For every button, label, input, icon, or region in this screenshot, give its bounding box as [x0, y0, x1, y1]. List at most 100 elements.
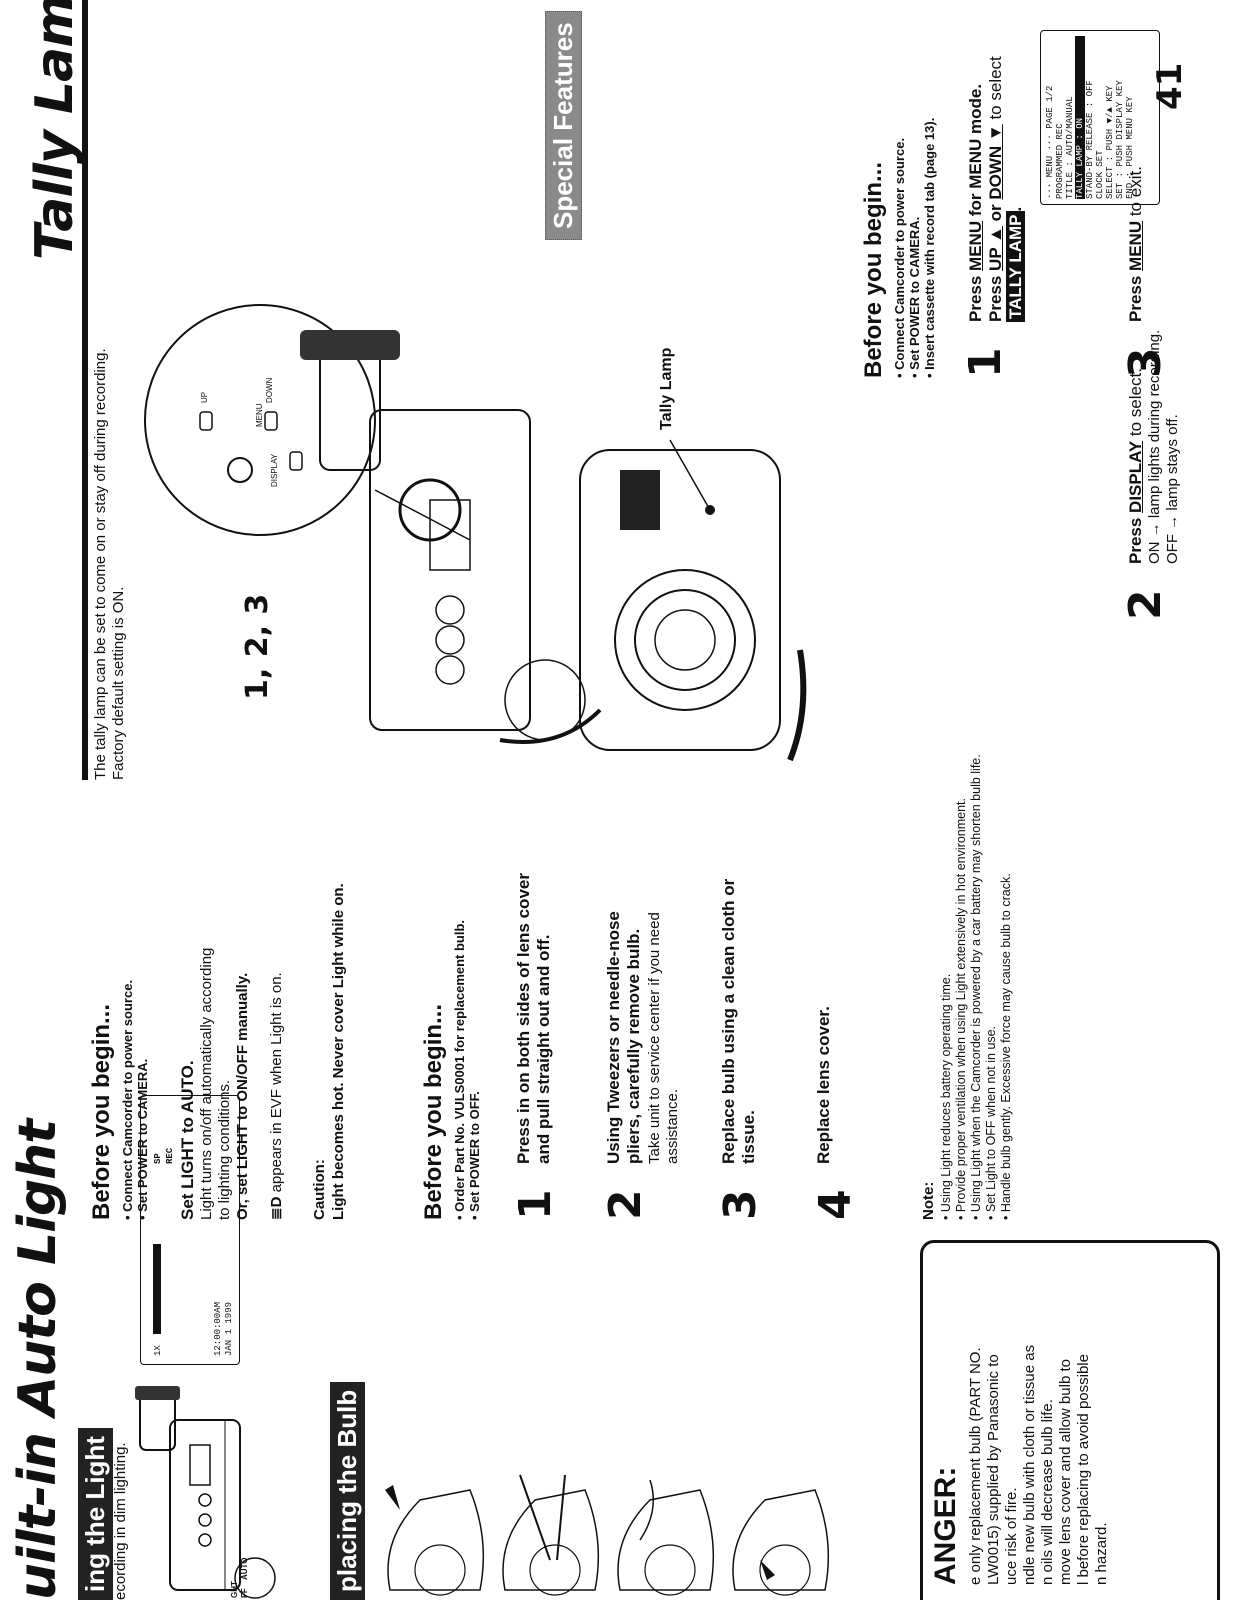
- evf-note-text: appears in EVF when Light is on.: [268, 972, 285, 1193]
- caution-text: Light becomes hot. Never cover Light whi…: [330, 883, 347, 1220]
- before-heading: Before you begin...: [88, 1003, 115, 1220]
- before-heading: Before you begin...: [860, 161, 887, 378]
- before-begin-bulb: Before you begin... Order Part No. VULS0…: [420, 780, 482, 1220]
- before-bullets: Connect Camcorder to power source. Set P…: [892, 18, 937, 378]
- note-item: Provide proper ventilation when using Li…: [954, 750, 969, 1220]
- menu-line: PROGRAMMED REC: [1055, 123, 1065, 199]
- step-text: Press in on both sides of lens cover and…: [514, 873, 553, 1164]
- set-light-line: Or, set LIGHT to ON/OFF manually.: [234, 972, 251, 1220]
- camcorder-side-illustration: GHT FF AUTO: [130, 1380, 280, 1600]
- step-number: 3: [1120, 347, 1171, 378]
- section-bar-replacing-bulb: placing the Bulb: [330, 1381, 365, 1600]
- title-rule: [82, 0, 88, 780]
- before-bullets: Connect Camcorder to power source. Set P…: [120, 840, 150, 1220]
- step-text: Press MENU to exit.: [1126, 166, 1145, 322]
- step-line: OFF → lamp stays off.: [1164, 414, 1181, 564]
- before-bullet: Set POWER to OFF.: [467, 780, 482, 1220]
- step-number: 1: [510, 1189, 561, 1220]
- evf-date: JAN 1 1999: [224, 1301, 234, 1356]
- down-key: DOWN ▼: [986, 124, 1005, 200]
- left-page-title: uilt-in Auto Light: [8, 1119, 68, 1600]
- right-page-title: Tally Lamp: [25, 0, 85, 260]
- evf-mode-sp: SP: [153, 1153, 163, 1164]
- danger-line: n oils will decrease bulb life.: [1039, 1399, 1056, 1585]
- set-light-line: Set LIGHT to AUTO.: [178, 1060, 197, 1220]
- tally-intro-line: Factory default setting is ON.: [110, 586, 127, 780]
- menu-line: STAND-BY RELEASE : OFF: [1085, 80, 1095, 199]
- switch-label-auto: AUTO: [240, 1557, 249, 1580]
- menu-line: SELECT : PUSH ▼/▲ KEY: [1105, 85, 1115, 199]
- tally-intro-line: The tally lamp can be set to come on or …: [92, 348, 109, 780]
- tally-lamp-callout-label: Tally Lamp: [658, 347, 675, 430]
- caution-heading: Caution:: [311, 1159, 328, 1220]
- before-bullets: Order Part No. VULS0001 for replacement …: [452, 780, 482, 1220]
- step-number: 3: [715, 1189, 766, 1220]
- step-line: TALLY LAMP.: [1006, 22, 1026, 322]
- step-sub: Take unit to service center if you need …: [646, 912, 681, 1164]
- danger-line: n hazard.: [1093, 1522, 1110, 1585]
- camcorder-front-svg: [579, 439, 807, 762]
- set-light-line: Light turns on/off automatically accordi…: [198, 947, 215, 1220]
- up-key: UP ▲: [986, 226, 1005, 271]
- menu-key: MENU: [1126, 220, 1145, 271]
- evf-note: ≣D appears in EVF when Light is on.: [268, 780, 286, 1220]
- danger-box: ANGER: e only replacement bulb (PART NO.…: [920, 1240, 1220, 1600]
- before-bullet: Set POWER to CAMERA.: [135, 840, 150, 1220]
- menu-button-label: MENU: [255, 403, 264, 427]
- menu-line: TITLE : AUTO/MANUAL: [1065, 96, 1075, 199]
- note-list: Using Light reduces battery operating ti…: [939, 750, 1014, 1220]
- camcorder-front-illustration: [560, 350, 820, 770]
- evf-time: 12:00:00AM: [213, 1301, 223, 1356]
- menu-line-selected: TALLY LAMP : ON: [1075, 36, 1085, 199]
- bulb-replacement-illustrations: [380, 1470, 840, 1600]
- set-light-instructions: Set LIGHT to AUTO. Light turns on/off au…: [178, 780, 252, 1220]
- note-item: Set Light to OFF when not in use.: [984, 750, 999, 1220]
- bulb-steps-svg: [385, 1474, 830, 1596]
- note-block: Note: Using Light reduces battery operat…: [920, 750, 1014, 1220]
- step-text: Replace bulb using a clean cloth or tiss…: [719, 878, 758, 1164]
- menu-line: CLOCK SET: [1095, 150, 1105, 199]
- camcorder-illustration: DISPLAY MENU UP DOWN: [140, 300, 640, 770]
- note-item: Using Light reduces battery operating ti…: [939, 750, 954, 1220]
- before-begin-tally: Before you begin... Connect Camcorder to…: [860, 18, 937, 378]
- display-button-label: DISPLAY: [270, 453, 279, 487]
- step-callout: 1, 2, 3: [240, 593, 275, 700]
- evf-zoom: 1X: [153, 1345, 163, 1356]
- section-bar-using-light: ing the Light: [78, 1428, 113, 1600]
- before-bullet: Connect Camcorder to power source.: [120, 840, 135, 1220]
- up-button-label: UP: [200, 391, 209, 403]
- light-on-symbol: ≣D: [268, 1196, 285, 1220]
- danger-line: uce risk of fire.: [1003, 1487, 1020, 1585]
- danger-line: l before replacing to avoid possible: [1075, 1354, 1092, 1585]
- menu-line: SET : PUSH DISPLAY KEY: [1115, 80, 1125, 199]
- tally-intro: The tally lamp can be set to come on or …: [92, 80, 128, 780]
- camcorder-side-svg: [135, 1386, 276, 1599]
- before-heading: Before you begin...: [420, 1003, 447, 1220]
- step-line: Press UP ▲ or DOWN ▼ to select: [986, 56, 1005, 322]
- note-item: Handle bulb gently. Excessive force may …: [999, 750, 1014, 1220]
- evf-mode-rec: REC: [165, 1147, 175, 1164]
- danger-line: move lens cover and allow bulb to: [1057, 1359, 1074, 1585]
- before-bullet: Set POWER to CAMERA.: [907, 18, 922, 378]
- menu-key: MENU: [966, 220, 985, 271]
- display-key: DISPLAY: [1126, 440, 1145, 513]
- caution-block: Caution: Light becomes hot. Never cover …: [310, 780, 348, 1220]
- switch-label-light: GHT: [230, 1581, 239, 1598]
- step-number: 2: [1120, 589, 1171, 620]
- before-bullet: Connect Camcorder to power source.: [892, 18, 907, 378]
- note-heading: Note:: [920, 1181, 937, 1220]
- danger-text: e only replacement bulb (PART NO. LW0015…: [967, 1255, 1111, 1600]
- step-line: Press MENU for MENU mode.: [966, 83, 985, 322]
- evf-zoom-bar: [153, 1244, 161, 1334]
- before-bullet: Insert cassette with record tab (page 13…: [922, 18, 937, 378]
- switch-label-off: FF: [240, 1588, 249, 1598]
- danger-line: ndle new bulb with cloth or tissue as: [1021, 1344, 1038, 1585]
- danger-line: LW0015) supplied by Panasonic to: [985, 1354, 1002, 1585]
- before-bullet: Order Part No. VULS0001 for replacement …: [452, 780, 467, 1220]
- danger-heading: ANGER:: [929, 1466, 962, 1585]
- section-badge: Special Features: [545, 11, 582, 240]
- before-begin-light: Before you begin... Connect Camcorder to…: [88, 840, 150, 1220]
- danger-line: e only replacement bulb (PART NO.: [967, 1347, 984, 1585]
- camcorder-svg: [144, 304, 602, 744]
